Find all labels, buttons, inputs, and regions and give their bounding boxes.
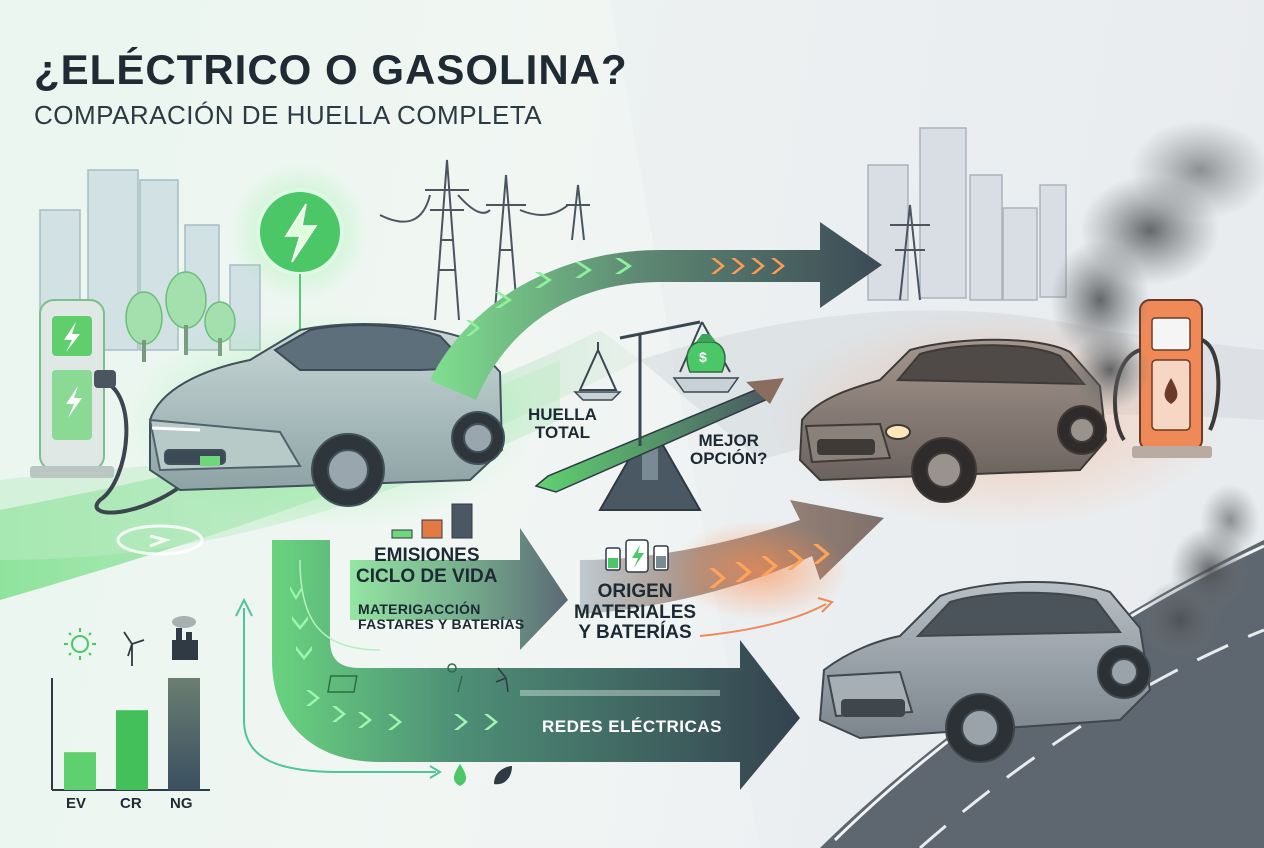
chevrons-top <box>466 258 632 336</box>
gasoline-car-brown <box>798 338 1108 503</box>
chevrons-left <box>290 586 498 730</box>
balance-left-label: HUELLA TOTAL <box>528 405 597 443</box>
balance-left-line2: TOTAL <box>534 423 591 443</box>
chevrons-orange-mid <box>709 544 830 588</box>
wind-icon <box>495 667 509 693</box>
page-subtitle: COMPARACIÓN DE HUELLA COMPLETA <box>34 100 543 130</box>
scale-arrow <box>746 378 784 404</box>
leaf-icon <box>494 766 512 785</box>
emissions-mini-bars <box>391 503 473 539</box>
lightning-badge <box>230 162 370 330</box>
arrow-middle <box>350 528 568 650</box>
water-drop-icon <box>454 764 466 786</box>
page-title: ¿ELÉCTRICO O GASOLINA? <box>34 46 628 93</box>
chart-bar-ev <box>64 752 96 790</box>
balance-right-line1: MEJOR <box>698 431 759 450</box>
arrow-grid-tail <box>520 690 720 696</box>
origin-line2: MATERIALES <box>574 601 697 623</box>
chart-label-ev: EV <box>66 795 87 812</box>
charging-station <box>30 299 202 515</box>
chart-label-ng: NG <box>170 795 193 812</box>
power-pylons <box>379 159 930 321</box>
emissions-line2: CICLO DE VIDA <box>356 565 498 587</box>
chart-bar-ng <box>168 678 200 790</box>
chevrons-orange-top <box>711 258 785 274</box>
balance-right-label: MEJOR OPCIÓN? <box>690 431 768 469</box>
grid-label: REDES ELÉCTRICAS <box>542 717 722 736</box>
recycle-arrows-icon <box>116 524 204 556</box>
arrow-orange <box>580 500 884 637</box>
city-skyline-right <box>867 127 1067 301</box>
factory-icon <box>172 616 198 660</box>
balance-left-line1: HUELLA <box>528 405 597 424</box>
charging-lightning-icon <box>64 322 80 352</box>
money-bag-icon <box>686 334 726 373</box>
wind-turbine-icon <box>123 631 145 666</box>
fuel-drop-icon <box>1164 378 1178 404</box>
thin-arrow-left <box>235 597 442 779</box>
balance-right-line2: OPCIÓN? <box>690 449 768 469</box>
smoke-lower <box>1140 484 1260 660</box>
gasoline-car-grey <box>818 581 1152 763</box>
energy-bar-chart <box>51 616 210 791</box>
battery-icons <box>605 539 669 573</box>
materials-left-label: MATERIGACCIÓN FASTARES Y BATERÍAS <box>358 601 525 633</box>
money-symbol: $ <box>699 349 707 365</box>
road-marking <box>919 628 1264 848</box>
sun-icon <box>64 628 96 660</box>
origin-label: ORIGEN MATERIALES Y BATERÍAS <box>574 581 697 644</box>
chart-label-cr: CR <box>120 795 142 812</box>
emissions-line1: EMISIONES <box>373 545 480 566</box>
chart-bar-cr <box>116 710 148 790</box>
emissions-label: EMISIONES CICLO DE VIDA <box>356 545 498 587</box>
materials-left-line2: FASTARES Y BATERÍAS <box>358 616 525 633</box>
solar-panel-icon <box>327 663 463 693</box>
origin-line1: ORIGEN <box>597 581 673 602</box>
arrow-left-curve <box>272 540 800 790</box>
materials-left-line1: MATERIGACCIÓN <box>358 601 481 617</box>
fuel-pump <box>1113 299 1221 458</box>
origin-line3: Y BATERÍAS <box>578 622 692 644</box>
arrow-top <box>430 222 882 400</box>
lightning-icon <box>284 203 318 263</box>
smoke-upper <box>1050 120 1264 410</box>
balance-scale <box>534 320 784 511</box>
electric-car <box>148 323 505 507</box>
